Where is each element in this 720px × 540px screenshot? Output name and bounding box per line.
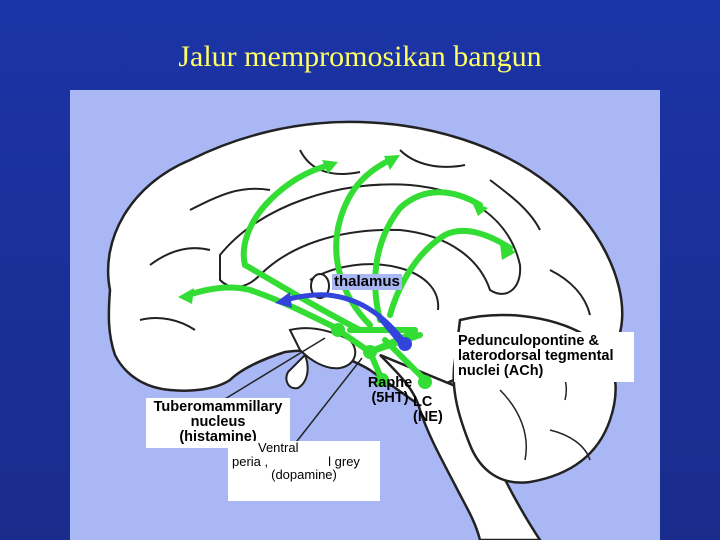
- label-pointers: [219, 337, 363, 451]
- label-ventral-periaqueductal-grey: Ventral peria ,l grey (dopamine): [228, 441, 380, 501]
- cerebral-sulci: [139, 149, 591, 331]
- green-pathways: [185, 157, 513, 383]
- corpus-callosum: [219, 183, 522, 295]
- green-arrowheads: [178, 155, 516, 304]
- label-raphe: Raphe (5HT): [367, 375, 413, 407]
- blue-pathway: [282, 292, 408, 346]
- thalamus-outline: [309, 263, 440, 311]
- label-thalamus: thalamus: [332, 273, 402, 290]
- label-tuberomammillary: Tuberomammillary nucleus (histamine): [146, 398, 290, 448]
- blue-nucleus: [398, 337, 412, 351]
- label-pedunculopontine: Pedunculopontine & laterodorsal tegmenta…: [454, 332, 634, 382]
- blue-arrowhead: [275, 292, 292, 308]
- hypothalamus-outline: [288, 327, 357, 370]
- green-nuclei: [331, 323, 432, 389]
- thalamus-nucleus: [310, 273, 330, 299]
- brain-diagram: thalamus Pedunculopontine & laterodorsal…: [70, 90, 660, 540]
- pituitary-outline: [285, 353, 309, 390]
- slide-title: Jalur mempromosikan bangun: [178, 40, 542, 73]
- label-locus-coeruleus: LC (NE): [413, 394, 443, 426]
